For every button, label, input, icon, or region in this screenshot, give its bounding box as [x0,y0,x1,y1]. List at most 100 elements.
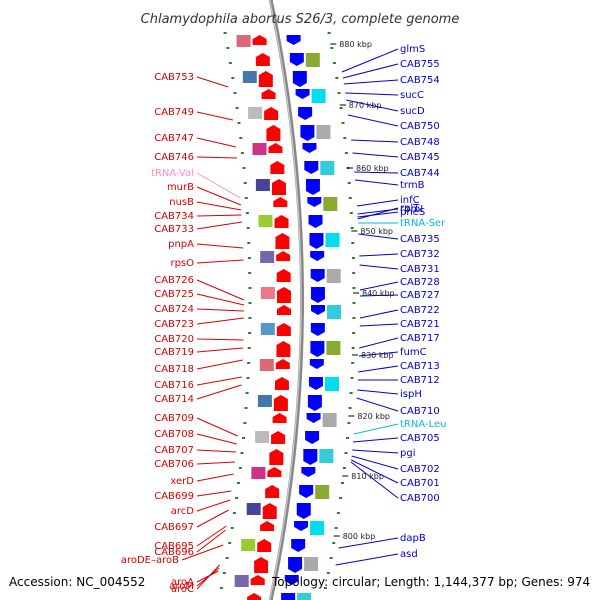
gene-label-right[interactable]: rplT [400,203,420,214]
forward-gene-box [260,323,275,335]
map-title: Chlamydophila abortus S26/3, complete ge… [141,12,460,27]
leader-line-right [359,309,399,319]
gene-label-right[interactable]: glmS [400,44,425,55]
forward-gene-box [257,395,272,407]
gene-label-left[interactable]: CAB724 [154,304,194,315]
gene-label-right[interactable]: dapB [400,533,426,544]
gene-label-left[interactable]: CAB726 [154,275,194,286]
gene-label-right[interactable]: infC [400,195,420,206]
gene-label-right[interactable]: pheS [400,207,425,218]
gene-label-right[interactable]: CAB745 [400,152,440,163]
leader-line-left [196,221,242,230]
track-dot-inner [245,212,249,214]
reverse-gene-arrow [284,575,299,585]
gene-label-left[interactable]: CAB714 [154,394,194,405]
gene-label-right[interactable]: CAB735 [400,234,440,245]
leader-line-right [350,461,399,499]
gene-label-left[interactable]: CAB707 [154,445,194,456]
gene-label-left[interactable]: nusB [169,197,194,208]
gene-label-left[interactable]: CAB720 [154,334,194,345]
gene-label-right[interactable]: CAB748 [400,137,440,148]
kbp-label: 810 kbp [351,472,384,481]
gene-label-left[interactable]: CAB719 [154,347,194,358]
gene-label-right[interactable]: CAB700 [400,493,440,504]
gene-label-left[interactable]: CAB708 [154,429,194,440]
gene-label-left[interactable]: aroC [171,584,194,595]
forward-gene-box [255,431,270,443]
gene-label-right[interactable]: tRNA-Leu [400,419,446,430]
gene-label-right[interactable]: CAB731 [400,264,440,275]
forward-gene-arrow [268,143,283,153]
gene-label-right[interactable]: CAB750 [400,121,440,132]
gene-label-left[interactable]: CAB706 [154,459,194,470]
forward-gene-arrow [276,305,291,315]
leader-line-right [359,323,399,327]
track-dot-inner [235,107,239,109]
track-dot-inner [248,272,252,274]
gene-label-right[interactable]: sucC [400,90,424,101]
gene-label-right[interactable]: CAB710 [400,406,440,417]
reverse-gene-arrow [305,431,320,444]
gene-label-right[interactable]: CAB755 [400,59,440,70]
gene-label-left[interactable]: tRNA-Val [151,168,194,179]
leader-line-right [356,199,399,207]
leader-line-right [357,207,399,220]
forward-gene-arrow [267,467,282,477]
gene-label-left[interactable]: CAB709 [154,413,194,424]
gene-label-left[interactable]: murB [167,182,194,193]
forward-gene-box [248,107,263,119]
gene-label-left[interactable]: CAB746 [154,152,194,163]
gene-label-right[interactable]: trmB [400,180,425,191]
dotted-tracks [219,32,356,589]
forward-gene-arrow [274,215,289,228]
gene-label-right[interactable]: CAB702 [400,464,440,475]
gene-label-right[interactable]: CAB705 [400,433,440,444]
gene-label-right[interactable]: ispH [400,389,422,400]
gene-label-left[interactable]: xerD [170,476,194,487]
forward-gene-arrow [252,35,267,45]
gene-label-right[interactable]: CAB744 [400,168,440,179]
gene-label-right[interactable]: fumC [400,347,427,358]
gene-label-right[interactable]: CAB754 [400,75,440,86]
gene-label-right[interactable]: pgi [400,448,415,459]
backbone-layer [268,0,304,600]
gene-label-left[interactable]: CAB699 [154,491,194,502]
forward-gene-arrow [271,179,286,195]
gene-label-left[interactable]: CAB747 [154,133,194,144]
gene-label-left[interactable]: CAB734 [154,211,194,222]
gene-label-left[interactable]: CAB697 [154,522,194,533]
gene-label-left[interactable]: CAB753 [154,72,194,83]
reverse-gene-box [310,521,325,535]
gene-label-right[interactable]: asd [400,549,418,560]
gene-label-left[interactable]: CAB723 [154,319,194,330]
gene-label-right[interactable]: rpmI [400,204,423,215]
track-dot-inner [237,482,240,484]
gene-label-left[interactable]: CAB718 [154,364,194,375]
gene-label-left[interactable]: CAB695 [154,541,194,552]
gene-label-right[interactable]: tRNA-Ser [400,218,446,229]
gene-label-right[interactable]: CAB712 [400,375,440,386]
gene-label-right[interactable]: CAB732 [400,249,440,260]
gene-label-left[interactable]: CAB716 [154,380,194,391]
gene-label-left[interactable]: aroM [169,581,194,592]
gene-label-right[interactable]: CAB713 [400,361,440,372]
gene-label-left[interactable]: CAB725 [154,289,194,300]
gene-label-left[interactable]: aroA [171,577,194,588]
gene-label-right[interactable]: sucD [400,106,425,117]
gene-label-left[interactable]: CAB696 [154,547,194,558]
gene-label-right[interactable]: CAB721 [400,319,440,330]
gene-label-right[interactable]: CAB722 [400,305,440,316]
gene-label-right[interactable]: CAB728 [400,277,440,288]
gene-label-right[interactable]: CAB701 [400,478,440,489]
gene-label-left[interactable]: arcD [171,506,195,517]
gene-label-left[interactable]: aroDE–aroB [121,555,179,566]
gene-label-left[interactable]: rpsO [170,258,194,269]
gene-label-left[interactable]: pnpA [168,239,194,250]
track-dot-inner [242,437,245,439]
gene-label-left[interactable]: CAB749 [154,107,194,118]
gene-label-right[interactable]: CAB717 [400,333,440,344]
gene-label-left[interactable]: CAB733 [154,224,194,235]
gene-label-right[interactable]: CAB727 [400,290,440,301]
